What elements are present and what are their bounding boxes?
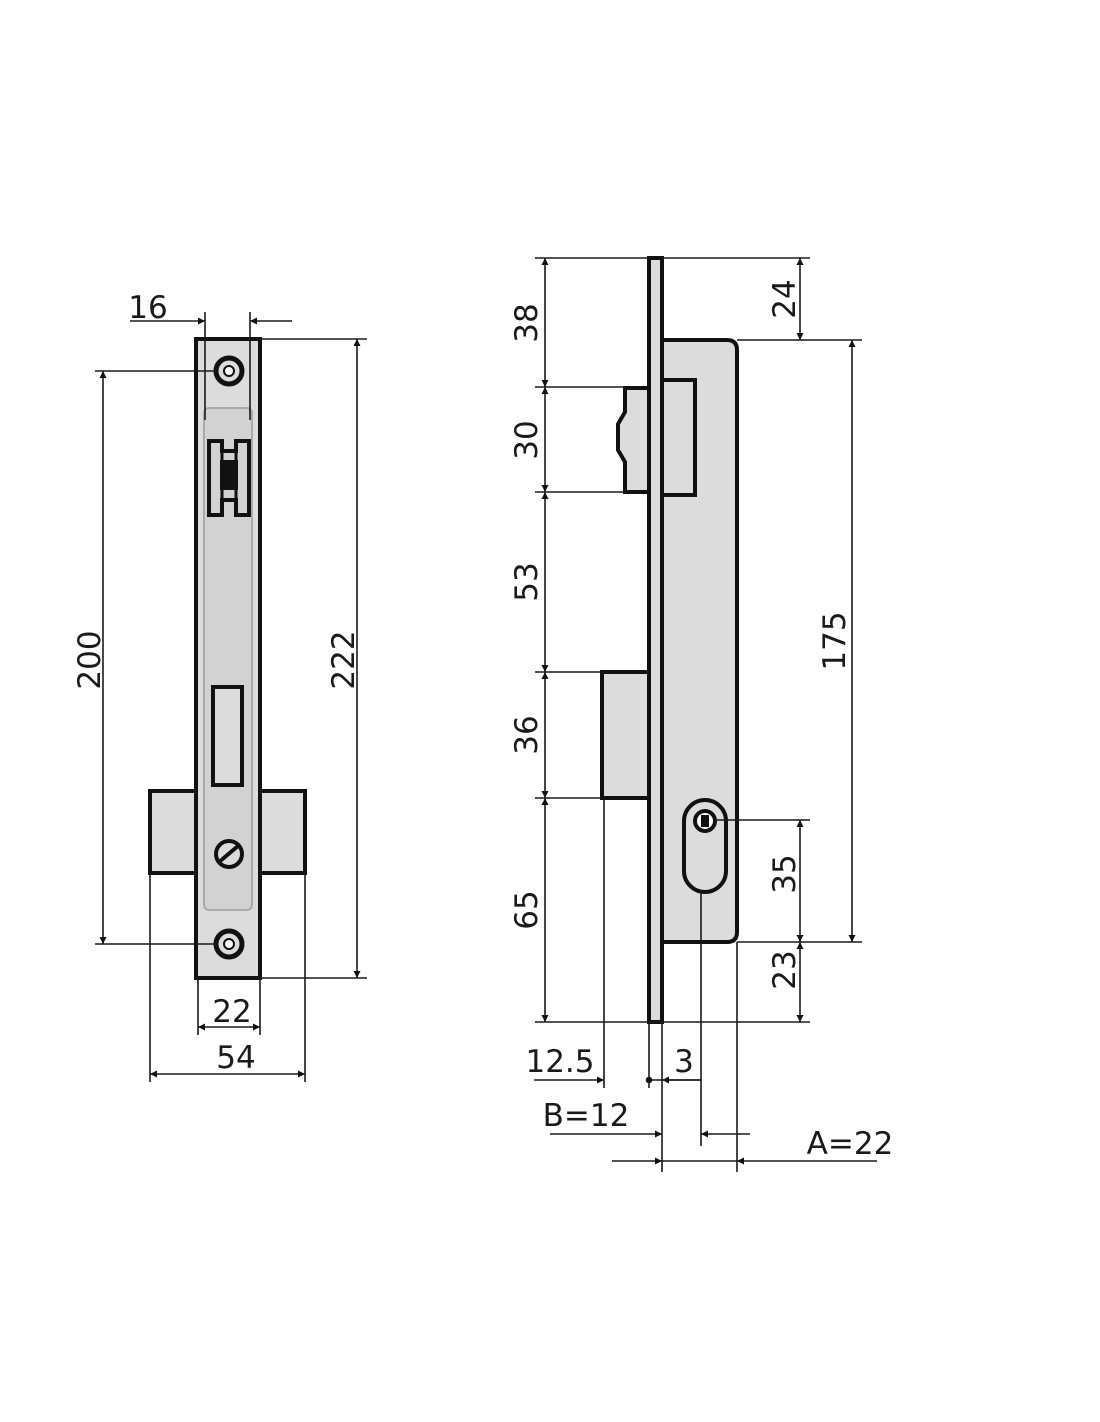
side-view: 38 30 53 36 65 24 175 35 23 12.5 3 B=12 … <box>509 256 894 1172</box>
dim-latch-height: 30 <box>509 420 545 459</box>
dimension-lines-side <box>534 257 877 1172</box>
dim-backset-a: A=22 <box>807 1126 894 1162</box>
screw-icon <box>214 839 244 869</box>
dim-latch-to-bolt: 53 <box>509 562 545 601</box>
dim-faceplate-width: 16 <box>128 290 167 326</box>
dim-faceplate-height: 222 <box>326 630 362 689</box>
dim-bolt-to-bottom: 65 <box>509 890 545 929</box>
dim-case-height: 175 <box>817 611 853 670</box>
dim-backset-b: B=12 <box>543 1098 630 1134</box>
dim-bottom-offset: 23 <box>767 950 803 989</box>
dim-plate-thickness: 3 <box>674 1044 694 1080</box>
keyhole-icon <box>682 798 728 894</box>
dim-bolt-throw: 12.5 <box>525 1044 594 1080</box>
latch-bolt <box>660 378 697 497</box>
dim-case-width: 22 <box>212 994 251 1030</box>
latch-tongue <box>616 386 651 494</box>
latch-icon <box>207 439 251 517</box>
front-view: 16 200 222 22 54 <box>72 290 367 1082</box>
dimension-lines-front <box>95 312 367 1082</box>
dim-top-offset: 24 <box>767 279 803 318</box>
deadbolt-slot <box>211 685 244 787</box>
deadbolt <box>600 670 652 800</box>
dim-keyhole-height: 35 <box>767 854 803 893</box>
dim-top-to-latch: 38 <box>509 303 545 342</box>
dim-overall-width: 54 <box>216 1040 255 1076</box>
dim-bolt-height: 36 <box>509 715 545 754</box>
dim-screw-spacing: 200 <box>72 630 108 689</box>
side-faceplate <box>647 256 664 1024</box>
